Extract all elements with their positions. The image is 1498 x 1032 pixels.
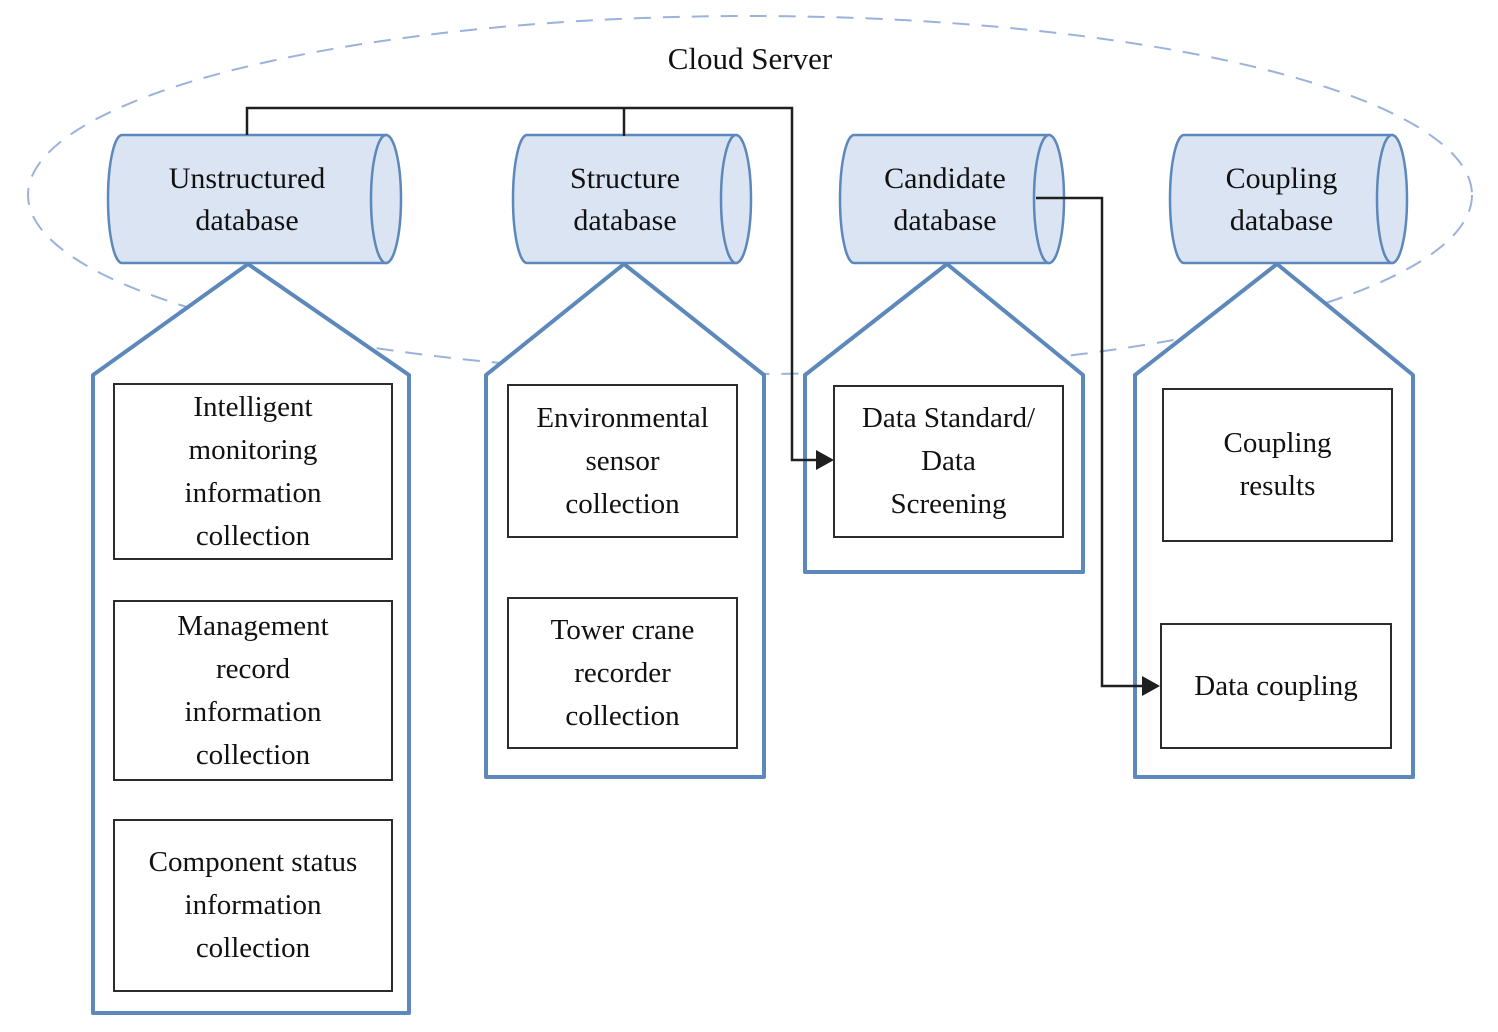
unstructured-database-label: Unstructured database	[168, 162, 326, 237]
bus-to-data-standard-arrowhead	[816, 450, 834, 470]
candidate-to-data-coupling-arrowhead	[1142, 676, 1160, 696]
structure-database-label: Structure database	[570, 162, 680, 237]
cloud-boundary-ellipse	[27, 15, 1473, 375]
box-intelligent-monitoring: Intelligent monitoring information colle…	[113, 383, 393, 560]
cloud-bus-to-data-standard-line	[245, 106, 816, 462]
cloud-server-title: Cloud Server	[667, 41, 833, 76]
coupling-database-cylinder	[1168, 133, 1409, 265]
box-component-status: Component status information collection	[113, 819, 393, 992]
box-management-record: Management record information collection	[113, 600, 393, 781]
candidate-database-cylinder	[838, 133, 1066, 265]
box-data-standard-screening: Data Standard/ Data Screening	[833, 385, 1064, 538]
box-coupling-results: Coupling results	[1162, 388, 1393, 542]
coupling-database-label: Coupling database	[1225, 162, 1338, 237]
box-environmental-sensor: Environmental sensor collection	[507, 384, 738, 538]
box-tower-crane-recorder: Tower crane recorder collection	[507, 597, 738, 749]
candidate-database-label: Candidate database	[884, 162, 1006, 237]
unstructured-database-cylinder	[106, 133, 403, 265]
structure-database-cylinder	[511, 133, 753, 265]
candidate-to-data-coupling-line	[1036, 196, 1142, 688]
box-data-coupling: Data coupling	[1160, 623, 1392, 749]
